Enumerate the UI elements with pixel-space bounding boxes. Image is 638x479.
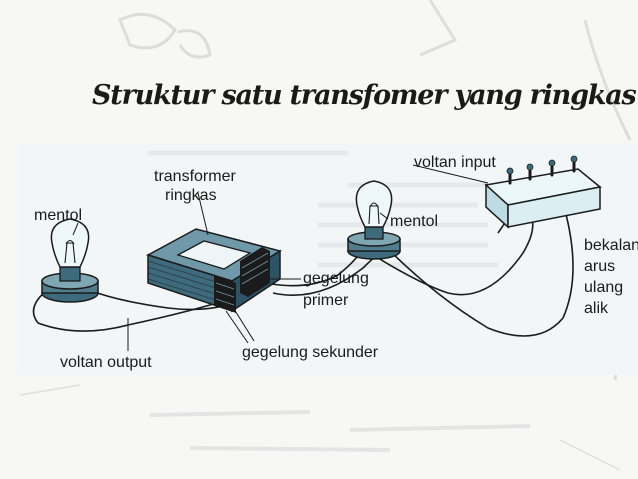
label-voltan-input: voltan input (414, 154, 496, 171)
label-alik: alik (584, 300, 609, 317)
faint-bleed-through (149, 410, 531, 452)
label-gegelung: gegelung (303, 270, 369, 287)
primary-coil (240, 247, 270, 297)
power-supply-box (484, 155, 602, 229)
label-pointers (72, 164, 489, 351)
slide-title: Struktur satu transfomer yang ringkas (92, 80, 637, 111)
label-ulang: ulang (584, 279, 623, 296)
label-transformer: transformer (154, 168, 236, 185)
label-primer: primer (303, 292, 349, 309)
transformer-diagram: voltan input transformer ringkas mentol … (18, 143, 638, 375)
label-mentol-left: mentol (34, 207, 82, 224)
label-gegelung-sekunder: gegelung sekunder (242, 344, 379, 361)
left-bulb (41, 218, 99, 303)
label-voltan-output: voltan output (60, 354, 152, 371)
secondary-coil (214, 275, 236, 313)
label-bekalan: bekalan (584, 237, 638, 254)
label-ringkas: ringkas (165, 187, 217, 204)
label-mentol-center: mentol (390, 213, 438, 230)
label-arus: arus (584, 258, 615, 275)
